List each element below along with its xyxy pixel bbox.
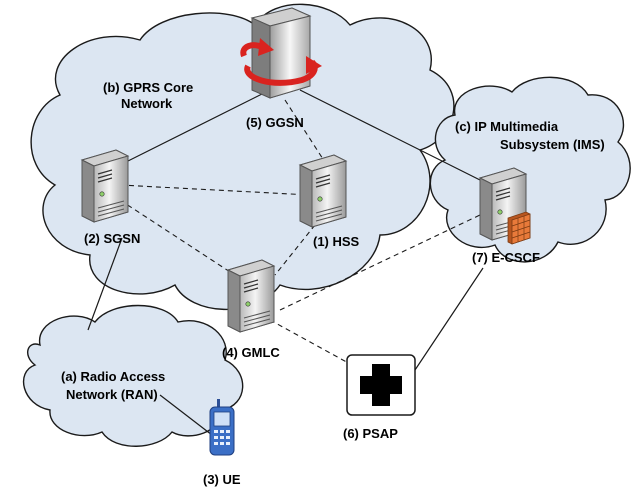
link-sgsn-hss: [119, 184, 311, 196]
firewall-icon: [507, 211, 531, 245]
link-sgsn-ggsn: [109, 89, 271, 171]
link-sgsn-ran: [87, 237, 123, 331]
ggsn-label: (5) GGSN: [246, 115, 304, 130]
psap-label: (6) PSAP: [343, 426, 398, 441]
link-ggsn-hss: [284, 99, 331, 171]
link-gmlc-psap: [269, 319, 353, 366]
link-gmlc-ecscf: [279, 214, 481, 311]
gprs-core-cloud: [30, 3, 455, 311]
link-psap-ecscf: [414, 267, 484, 371]
ims-cloud-label-line2: Subsystem (IMS): [500, 137, 605, 152]
ims-cloud-label-line1: (c) IP Multimedia: [455, 119, 559, 134]
psap-medical-cross-icon: [346, 354, 416, 416]
ue-label: (3) UE: [203, 472, 241, 487]
ran-cloud-label-line2: Network (RAN): [66, 387, 158, 402]
gprs-cloud-label-line1: (b) GPRS Core: [103, 80, 193, 95]
sgsn-label: (2) SGSN: [84, 231, 140, 246]
link-ran-ue: [159, 394, 213, 436]
ue-mobile-phone-icon: [209, 399, 235, 456]
link-hss-gmlc: [274, 224, 316, 276]
gmlc-label: (4) GMLC: [222, 345, 280, 360]
ecscf-label: (7) E-CSCF: [472, 250, 540, 265]
ran-cloud-label-line1: (a) Radio Access: [61, 369, 165, 384]
hss-server-icon: [299, 154, 347, 228]
link-ggsn-ecscf: [299, 89, 491, 186]
sgsn-server-icon: [81, 149, 129, 223]
gmlc-server-icon: [227, 259, 275, 333]
gprs-cloud-label-line2: Network: [121, 96, 173, 111]
hss-label: (1) HSS: [313, 234, 360, 249]
ggsn-router-server-icon: [240, 7, 322, 99]
